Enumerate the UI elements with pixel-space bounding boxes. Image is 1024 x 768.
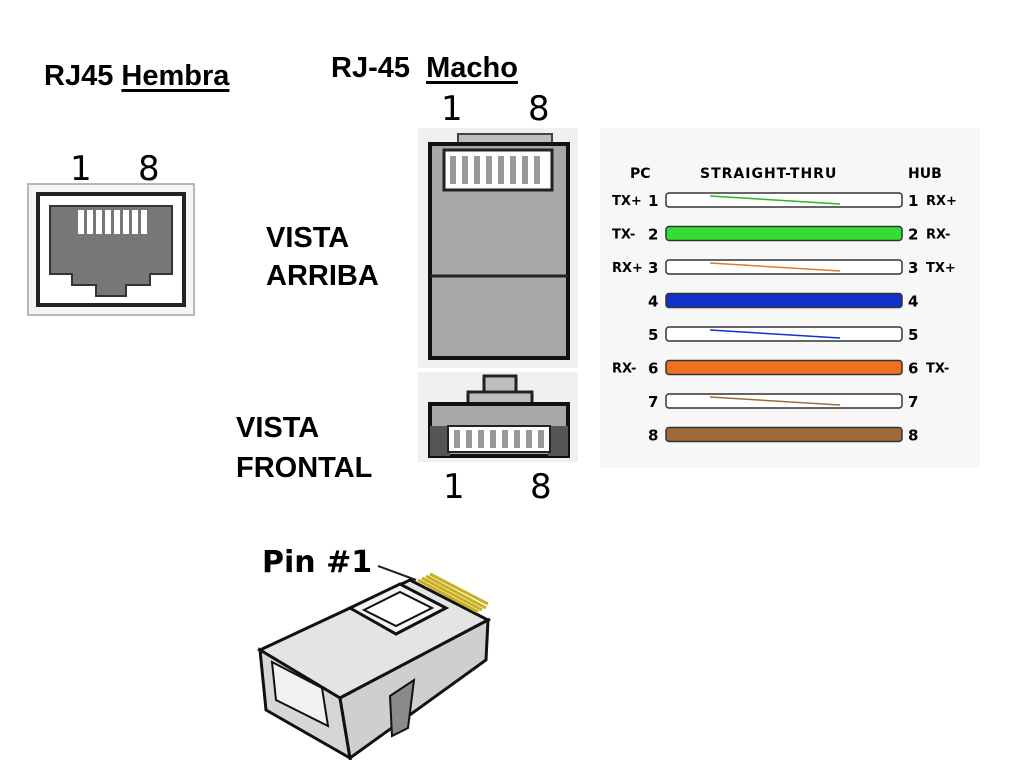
vista-frontal-label-line1: VISTA (236, 412, 320, 444)
wire-stripe (709, 262, 841, 272)
macho-top-pin-8: 8 (528, 89, 550, 129)
left-pin-number: 2 (648, 226, 658, 244)
hembra-pin-1: 1 (70, 149, 92, 189)
macho-bottom-pin-8: 8 (530, 467, 552, 507)
right-pin-number: 2 (908, 226, 918, 244)
left-signal-label: TX+ (612, 194, 642, 209)
vista-frontal-label-line2: FRONTAL (236, 452, 373, 484)
right-pin-number: 7 (908, 393, 918, 411)
male-plug-top-view (418, 128, 578, 368)
wire-bar (665, 426, 903, 443)
right-signal-label: RX+ (926, 194, 957, 209)
left-pin-number: 6 (648, 360, 658, 378)
header-hub: HUB (908, 166, 942, 182)
left-pin-number: 1 (648, 192, 658, 210)
vista-arriba-label-line2: ARRIBA (266, 260, 379, 292)
left-pin-number: 3 (648, 259, 658, 277)
hembra-prefix: RJ45 (44, 60, 114, 92)
macho-bottom-pin-1: 1 (443, 467, 465, 507)
hembra-word: Hembra (121, 60, 230, 92)
hembra-pin-8: 8 (138, 149, 160, 189)
wire-stripe (709, 329, 841, 339)
right-signal-label: RX- (926, 228, 950, 243)
macho-prefix: RJ-45 (331, 52, 410, 84)
right-pin-number: 4 (908, 293, 918, 311)
right-pin-number: 8 (908, 427, 918, 445)
rj45-macho-title: RJ-45 Macho (331, 52, 518, 84)
vista-arriba-label-line1: VISTA (266, 222, 350, 254)
wire-row-3: RX+ 3 3 TX+ (612, 259, 956, 277)
right-pin-number: 1 (908, 192, 918, 210)
wire-row-1: TX+ 1 1 RX+ (612, 192, 957, 210)
macho-top-pin-1: 1 (441, 89, 463, 129)
header-straight-thru: STRAIGHT-THRU (700, 166, 837, 182)
left-signal-label: TX- (612, 228, 635, 243)
wire-bar (665, 225, 903, 242)
right-pin-number: 6 (908, 360, 918, 378)
macho-word: Macho (426, 52, 518, 84)
right-pin-number: 5 (908, 326, 918, 344)
female-jack-front (27, 183, 195, 316)
wire-bar (665, 292, 903, 309)
wire-bar (665, 359, 903, 376)
right-pin-number: 3 (908, 259, 918, 277)
pin1-label: Pin #1 (262, 545, 373, 580)
right-signal-label: TX+ (926, 261, 956, 276)
left-signal-label: RX- (612, 362, 636, 377)
plug-perspective-illustration (256, 565, 492, 760)
rj45-hembra-title: RJ45 Hembra (44, 60, 229, 92)
wire-row-2: TX- 2 2 RX- (612, 226, 950, 244)
left-pin-number: 8 (648, 427, 658, 445)
left-pin-number: 5 (648, 326, 658, 344)
header-pc: PC (630, 166, 651, 182)
left-pin-number: 7 (648, 393, 658, 411)
right-signal-label: TX- (926, 362, 949, 377)
left-pin-number: 4 (648, 293, 658, 311)
left-signal-label: RX+ (612, 261, 643, 276)
wire-stripe (709, 396, 841, 406)
wire-stripe (709, 195, 841, 205)
wire-row-6: RX- 6 6 TX- (612, 360, 949, 378)
male-plug-front-view (418, 372, 578, 462)
